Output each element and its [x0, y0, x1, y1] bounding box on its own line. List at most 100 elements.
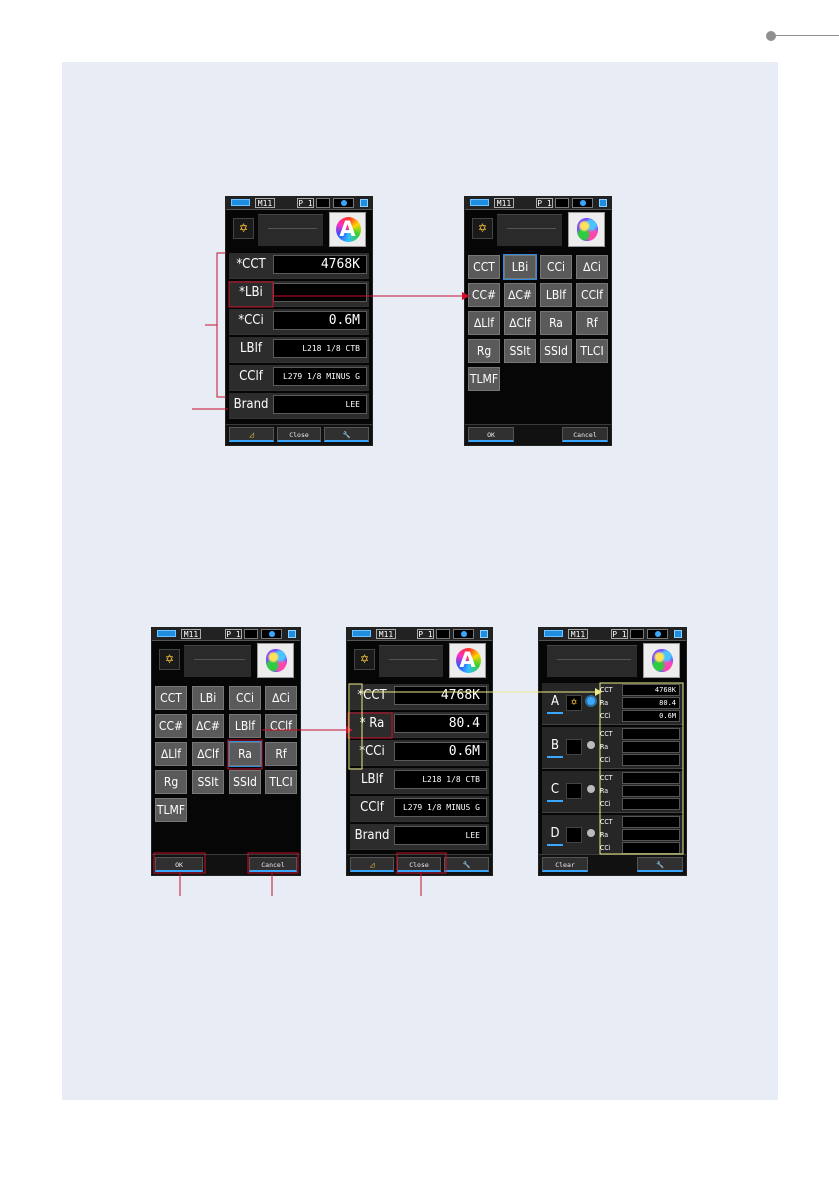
- row-value: L218 1/8 CTB: [273, 339, 367, 358]
- chip-tlmf[interactable]: TLMF: [468, 367, 500, 391]
- page-indicator: P 1: [297, 198, 314, 208]
- chip-delta-ci[interactable]: ∆Ci: [576, 255, 608, 279]
- chip-rg[interactable]: Rg: [155, 770, 187, 794]
- status-box-dot: [333, 198, 354, 208]
- chip-delta-c-num[interactable]: ∆C#: [504, 283, 536, 307]
- status-bar: M11 P 1: [347, 628, 492, 641]
- row-lbi[interactable]: *LBi: [229, 281, 369, 307]
- rainbow-a-icon[interactable]: [449, 643, 486, 678]
- chip-ra[interactable]: Ra: [228, 741, 262, 767]
- chip-delta-clf[interactable]: ∆Clf: [504, 311, 536, 335]
- chip-lbi[interactable]: LBi: [503, 254, 537, 280]
- close-button[interactable]: Close: [397, 857, 441, 872]
- memory-slot-a[interactable]: A ✡ CCT Ra CCi 4768K 80.4 0.6M: [542, 683, 683, 725]
- header-row: ✡: [156, 643, 296, 678]
- sun-star-icon[interactable]: ✡: [159, 649, 180, 670]
- radio-icon[interactable]: [587, 829, 595, 837]
- chip-cclf[interactable]: CClf: [265, 714, 297, 738]
- chip-lblf[interactable]: LBlf: [229, 714, 261, 738]
- chip-tlci[interactable]: TLCI: [265, 770, 297, 794]
- memory-slot-d[interactable]: D CCT Ra CCi: [542, 815, 683, 857]
- empty-swatch: [566, 827, 582, 843]
- chip-tlmf[interactable]: TLMF: [155, 798, 187, 822]
- slot-key: Ra: [600, 787, 609, 795]
- header-field: [497, 214, 562, 246]
- slot-key: CCT: [600, 686, 613, 694]
- ok-button[interactable]: OK: [155, 857, 203, 872]
- slot-key: CCT: [600, 730, 613, 738]
- chip-cct[interactable]: CCT: [468, 255, 500, 279]
- lock-icon: [599, 199, 607, 207]
- wrench-icon: 🔧: [342, 431, 351, 439]
- memory-slot-c[interactable]: C CCT Ra CCi: [542, 771, 683, 813]
- wrench-icon: 🔧: [655, 861, 665, 869]
- delta-triangle-button[interactable]: ◿: [229, 427, 274, 442]
- chip-ra[interactable]: Ra: [540, 311, 572, 335]
- chip-cci[interactable]: CCi: [540, 255, 572, 279]
- header-row: ✡: [351, 643, 488, 678]
- rainbow-a-icon[interactable]: [329, 212, 366, 247]
- chip-cct[interactable]: CCT: [155, 686, 187, 710]
- sun-star-icon: ✡: [566, 695, 582, 711]
- clear-button[interactable]: Clear: [542, 857, 588, 872]
- sun-star-icon[interactable]: ✡: [472, 218, 493, 239]
- chip-delta-ci[interactable]: ∆Ci: [265, 686, 297, 710]
- chip-lbi[interactable]: LBi: [192, 686, 224, 710]
- chip-cc-num[interactable]: CC#: [468, 283, 500, 307]
- chip-rf[interactable]: Rf: [576, 311, 608, 335]
- wrench-button[interactable]: 🔧: [444, 857, 489, 872]
- lock-icon: [288, 630, 296, 638]
- row-label: LBlf: [361, 772, 383, 787]
- close-button[interactable]: Close: [277, 427, 321, 442]
- color-blob-icon[interactable]: [257, 643, 294, 678]
- cancel-button[interactable]: Cancel: [249, 857, 297, 872]
- slot-values: [622, 816, 680, 855]
- chip-delta-llf[interactable]: ∆Llf: [155, 742, 187, 766]
- lock-icon: [360, 199, 368, 207]
- radio-icon[interactable]: [587, 741, 595, 749]
- sun-star-icon[interactable]: ✡: [233, 218, 254, 239]
- wrench-button[interactable]: 🔧: [637, 857, 683, 872]
- chip-cci[interactable]: CCi: [229, 686, 261, 710]
- color-blob-icon[interactable]: [568, 212, 605, 247]
- chip-ssid[interactable]: SSId: [229, 770, 261, 794]
- chip-ssit[interactable]: SSIt: [192, 770, 224, 794]
- slot-key: CCi: [600, 800, 611, 808]
- row-label: *CCi: [238, 313, 264, 328]
- memory-slot-b[interactable]: B CCT Ra CCi: [542, 727, 683, 769]
- status-box-dot: [647, 629, 668, 639]
- radio-icon[interactable]: [587, 785, 595, 793]
- chip-tlci[interactable]: TLCI: [576, 339, 608, 363]
- cancel-button[interactable]: Cancel: [562, 427, 608, 442]
- delta-triangle-button[interactable]: ◿: [350, 857, 394, 872]
- chip-delta-clf[interactable]: ∆Clf: [192, 742, 224, 766]
- sun-star-icon[interactable]: ✡: [354, 649, 375, 670]
- chip-ssit[interactable]: SSIt: [504, 339, 536, 363]
- row-label: * Ra: [359, 716, 385, 731]
- color-blob-icon[interactable]: [643, 643, 680, 678]
- chip-ssid[interactable]: SSId: [540, 339, 572, 363]
- chip-cclf[interactable]: CClf: [576, 283, 608, 307]
- chip-delta-c-num[interactable]: ∆C#: [192, 714, 224, 738]
- chip-rg[interactable]: Rg: [468, 339, 500, 363]
- ok-button[interactable]: OK: [468, 427, 514, 442]
- page-marker-line: [774, 35, 839, 36]
- radio-selected-icon[interactable]: [587, 697, 595, 705]
- chip-rf[interactable]: Rf: [265, 742, 297, 766]
- wrench-button[interactable]: 🔧: [324, 427, 369, 442]
- chip-delta-llf[interactable]: ∆Llf: [468, 311, 500, 335]
- screen-5-memory-compare: M11 P 1 A ✡ CCT Ra CCi 4768K 80.4 0.6M B…: [539, 628, 686, 875]
- chip-cc-num[interactable]: CC#: [155, 714, 187, 738]
- chip-lblf[interactable]: LBlf: [540, 283, 572, 307]
